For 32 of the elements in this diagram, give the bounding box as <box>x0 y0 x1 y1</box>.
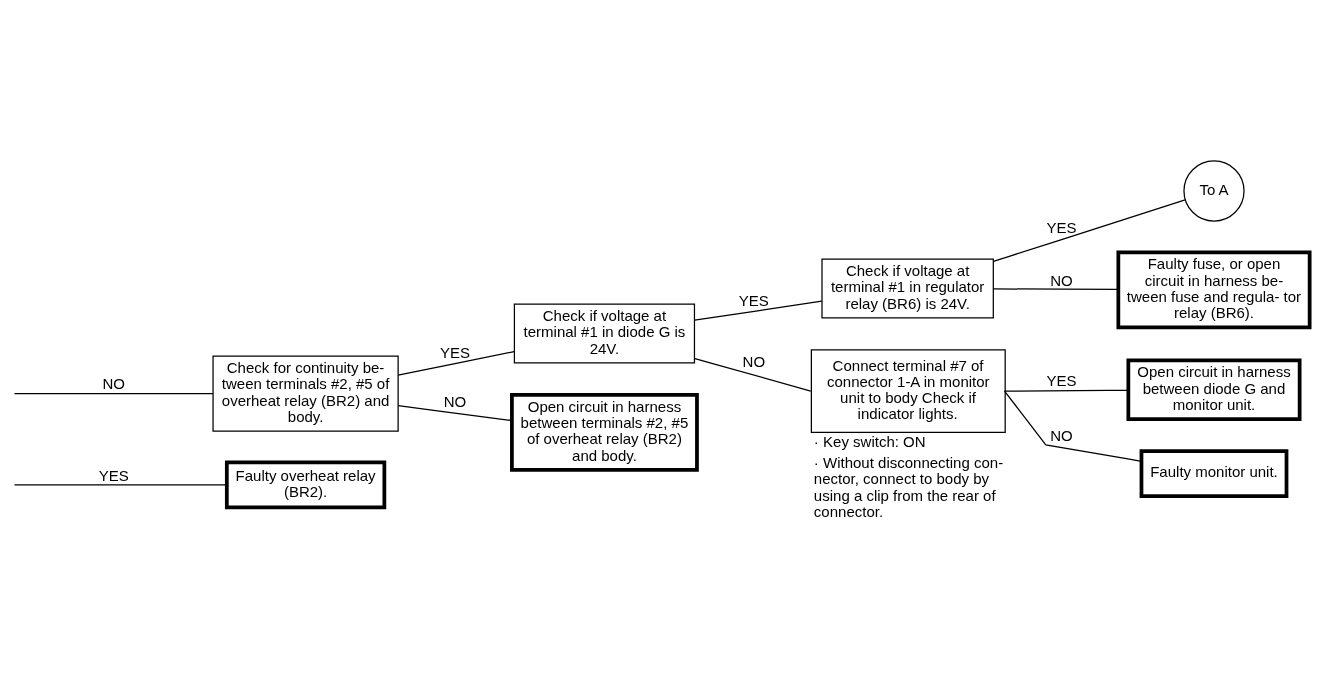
node-box: Faulty fuse, or open circuit in harness be- tween fuse and regula- tor relay (BR6). <box>1116 249 1312 329</box>
edge-label: YES <box>738 291 769 309</box>
node-label: · Without disconnecting con- nector, connect to body by using a clip from the rear of connector. <box>813 453 1004 520</box>
edge-label: YES <box>1046 371 1077 389</box>
connector <box>694 357 812 392</box>
edge-label: NO <box>742 352 766 370</box>
node-box: Faulty overheat relay (BR2). <box>224 460 387 509</box>
edge-label: YES <box>1046 218 1077 236</box>
node-box: Open circuit in harness between diode G and monitor unit. <box>1126 358 1302 421</box>
node-label: · Key switch: ON <box>813 432 926 450</box>
edge-label: NO <box>1050 426 1073 444</box>
connector <box>397 350 515 376</box>
edge-label: NO <box>443 392 467 410</box>
edge-label: NO <box>1050 271 1073 289</box>
node-circle: To A <box>1183 159 1245 222</box>
connector <box>13 392 214 394</box>
node-box: Check if voltage at terminal #1 in regulator relay (BR6) is 24V. <box>821 258 994 319</box>
node-box: Open circuit in harness between terminals #2, #5 of overheat relay (BR2) and body. <box>510 392 699 472</box>
connector <box>1003 389 1129 392</box>
connector <box>13 483 228 485</box>
connector <box>694 300 823 321</box>
connector <box>397 404 513 421</box>
edge-label: YES <box>440 343 471 361</box>
connector <box>1003 389 1143 462</box>
edge-label: YES <box>98 466 129 484</box>
node-box: Check if voltage at terminal #1 in diode G is 24V. <box>513 303 696 364</box>
node-box: Check for continuity be- tween terminals #2, #5 of overheat relay (BR2) and body. <box>212 354 399 432</box>
connector <box>992 287 1119 290</box>
node-box: Connect terminal #7 of connector 1-A in monitor unit to body Check if indicator lights. <box>810 348 1006 433</box>
connector <box>992 198 1186 262</box>
edge-label: NO <box>102 374 125 392</box>
node-box: Faulty monitor unit. <box>1139 448 1289 498</box>
